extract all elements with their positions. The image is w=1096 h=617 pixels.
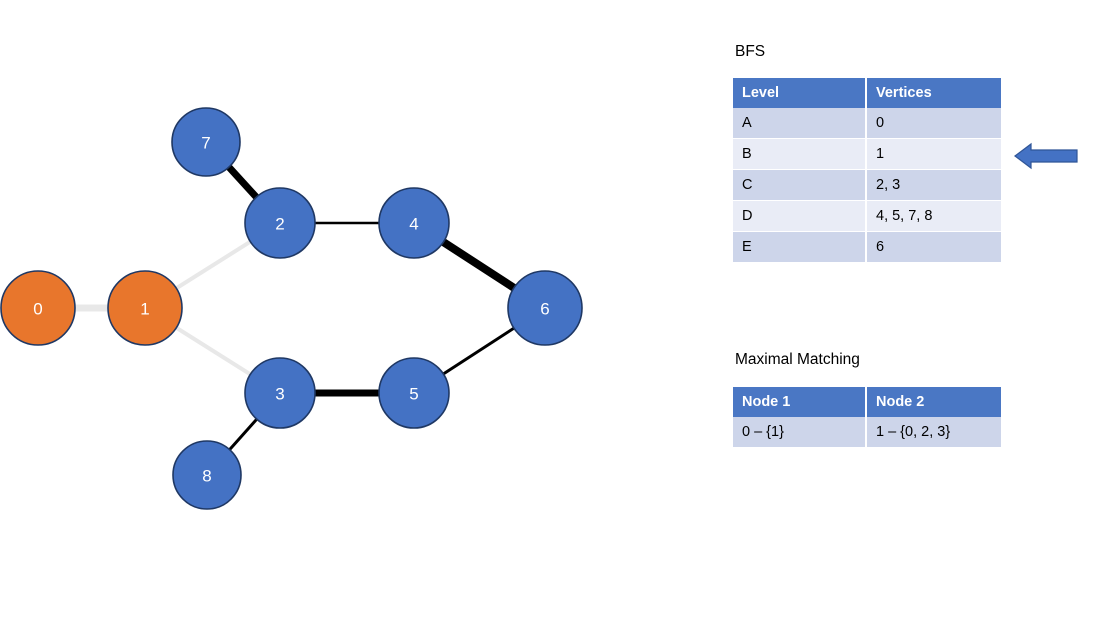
graph-node-circle-2[interactable] xyxy=(244,187,316,259)
graph-node-1[interactable]: 1 xyxy=(107,270,183,346)
bfs-cell-level: B xyxy=(733,138,867,170)
graph-node-3[interactable]: 3 xyxy=(244,357,316,429)
graph-node-6[interactable]: 6 xyxy=(507,270,583,346)
mm-col-node1: Node 1 xyxy=(733,387,867,417)
bfs-cell-level: E xyxy=(733,231,867,263)
graph-node-circle-1[interactable] xyxy=(107,270,183,346)
graph-node-8[interactable]: 8 xyxy=(172,440,242,510)
graph-node-circle-3[interactable] xyxy=(244,357,316,429)
graph-node-5[interactable]: 5 xyxy=(378,357,450,429)
graph-node-circle-8[interactable] xyxy=(172,440,242,510)
graph-node-2[interactable]: 2 xyxy=(244,187,316,259)
bfs-table-header-row: Level Vertices xyxy=(733,78,1001,108)
mm-cell-node1: 0 – {1} xyxy=(733,417,867,448)
maximal-matching-row: 0 – {1}1 – {0, 2, 3} xyxy=(733,417,1001,448)
graph-node-4[interactable]: 4 xyxy=(378,187,450,259)
maximal-matching-table: Node 1 Node 2 0 – {1}1 – {0, 2, 3} xyxy=(733,387,1001,448)
bfs-col-level: Level xyxy=(733,78,867,108)
bfs-cell-vertices: 2, 3 xyxy=(866,169,1001,201)
mm-table-header-row: Node 1 Node 2 xyxy=(733,387,1001,417)
bfs-cell-level: D xyxy=(733,200,867,232)
bfs-cell-vertices: 4, 5, 7, 8 xyxy=(866,200,1001,232)
graph-node-circle-5[interactable] xyxy=(378,357,450,429)
maximal-matching-section-title: Maximal Matching xyxy=(735,351,860,368)
mm-cell-node2: 1 – {0, 2, 3} xyxy=(866,417,1001,448)
left-arrow-icon xyxy=(1014,142,1078,170)
bfs-cell-vertices: 6 xyxy=(866,231,1001,263)
graph-node-circle-6[interactable] xyxy=(507,270,583,346)
graph-node-circle-4[interactable] xyxy=(378,187,450,259)
graph-node-circle-7[interactable] xyxy=(171,107,241,177)
bfs-cell-vertices: 1 xyxy=(866,138,1001,170)
bfs-section-title: BFS xyxy=(735,43,766,60)
graph-node-circle-0[interactable] xyxy=(0,270,76,346)
graph-node-7[interactable]: 7 xyxy=(171,107,241,177)
bfs-cell-vertices: 0 xyxy=(866,108,1001,139)
bfs-cell-level: C xyxy=(733,169,867,201)
bfs-cell-level: A xyxy=(733,108,867,139)
bfs-col-vertices: Vertices xyxy=(866,78,1001,108)
graph-node-0[interactable]: 0 xyxy=(0,270,76,346)
mm-col-node2: Node 2 xyxy=(866,387,1001,417)
